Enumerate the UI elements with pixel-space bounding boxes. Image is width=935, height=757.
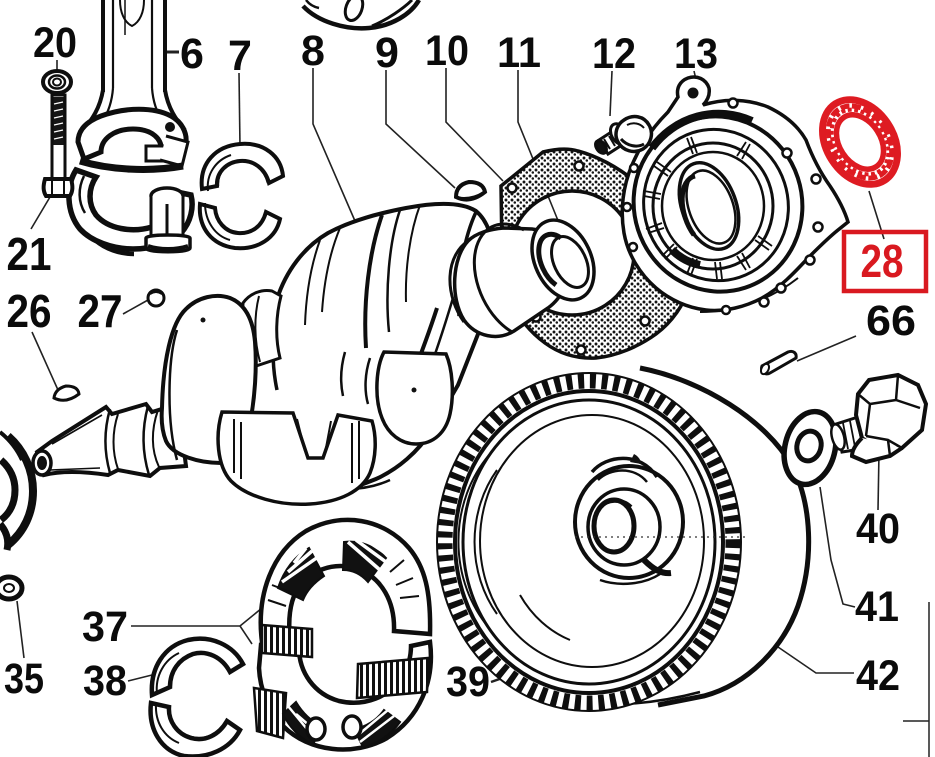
svg-text:40: 40	[856, 505, 900, 553]
svg-text:21: 21	[7, 228, 52, 280]
svg-text:41: 41	[855, 583, 899, 631]
svg-text:10: 10	[425, 27, 469, 75]
svg-text:35: 35	[4, 655, 44, 703]
svg-text:37: 37	[82, 603, 128, 651]
svg-text:39: 39	[446, 658, 490, 706]
svg-text:8: 8	[301, 27, 325, 75]
svg-text:12: 12	[592, 30, 636, 78]
svg-text:42: 42	[856, 652, 900, 700]
svg-text:28: 28	[861, 235, 904, 287]
svg-text:66: 66	[866, 297, 916, 345]
svg-text:20: 20	[33, 19, 77, 67]
svg-text:13: 13	[674, 30, 718, 78]
svg-text:26: 26	[7, 285, 52, 337]
svg-text:27: 27	[78, 285, 123, 337]
svg-text:6: 6	[180, 30, 204, 78]
svg-text:11: 11	[497, 29, 541, 77]
svg-text:9: 9	[375, 29, 399, 77]
svg-text:38: 38	[83, 657, 127, 705]
svg-text:7: 7	[228, 32, 252, 80]
